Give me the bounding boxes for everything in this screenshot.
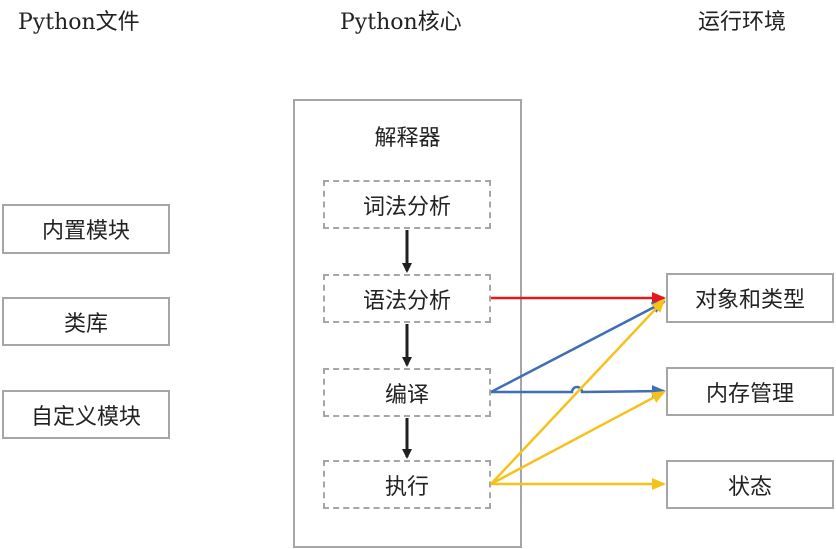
module-box-library: 类库 bbox=[2, 297, 170, 346]
module-box-custom: 自定义模块 bbox=[2, 390, 170, 439]
arrow-execute-to-objects bbox=[490, 298, 666, 485]
stage-execute: 执行 bbox=[323, 460, 491, 509]
arrow-compile-to-memory bbox=[491, 385, 666, 398]
arrow-execute-to-memory bbox=[490, 390, 666, 486]
column-title-runtime: 运行环境 bbox=[698, 10, 787, 35]
arrow-compile-to-objects bbox=[490, 300, 666, 394]
column-title-python-files: Python文件 bbox=[18, 10, 140, 35]
runtime-box-memory: 内存管理 bbox=[666, 367, 834, 416]
stage-syntax-analysis: 语法分析 bbox=[323, 274, 491, 323]
stage-compile: 编译 bbox=[323, 368, 491, 417]
runtime-box-state: 状态 bbox=[666, 460, 834, 509]
stage-lexical-analysis: 词法分析 bbox=[323, 180, 491, 229]
runtime-box-objects-types: 对象和类型 bbox=[666, 273, 834, 323]
interpreter-title: 解释器 bbox=[374, 126, 441, 151]
module-box-builtin: 内置模块 bbox=[2, 204, 170, 254]
column-title-python-core: Python核心 bbox=[340, 10, 462, 35]
